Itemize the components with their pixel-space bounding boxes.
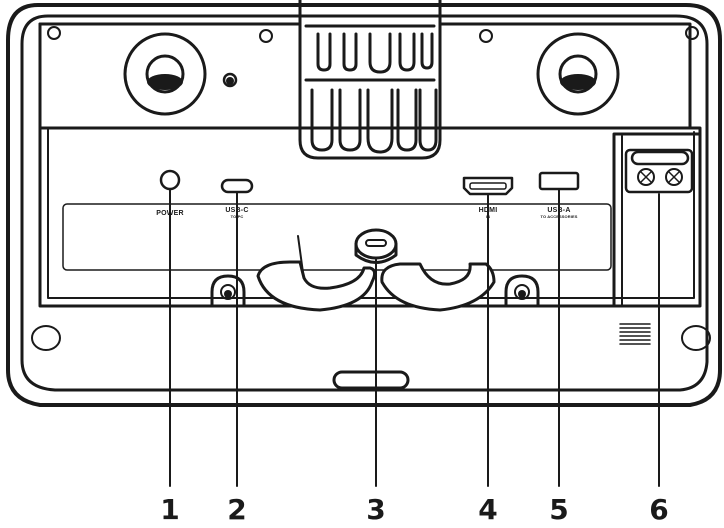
usba-port: [538, 171, 580, 191]
callout-number-6: 6: [649, 493, 669, 526]
screw-hole-top-right: [685, 26, 699, 40]
outer-housing: [6, 3, 722, 407]
mounting-foot-left: [123, 32, 238, 116]
power-label: POWER: [156, 210, 184, 217]
screw-post-right: [504, 274, 540, 308]
screw-hole-bottom-left: [31, 325, 61, 351]
port-bay-inner: [47, 127, 695, 299]
usbc-label: USB-C: [225, 207, 249, 214]
callout-number-2: 2: [227, 493, 247, 526]
cable-comb: [298, 0, 442, 160]
callout-number-5: 5: [549, 493, 569, 526]
hdmi-sub-label: IN: [485, 214, 491, 219]
bottom-slot: [332, 370, 410, 390]
inner-housing: [20, 14, 709, 392]
lock-bay: [612, 132, 702, 308]
port-bay: [38, 126, 702, 308]
screw-hole-top-left: [47, 26, 61, 40]
hdmi-port: [462, 176, 514, 196]
usbc-sub-label: TO PC: [230, 214, 244, 219]
usbc-port: [220, 178, 254, 194]
callout-lines: [169, 188, 660, 487]
callout-number-3: 3: [366, 493, 386, 526]
callout-number-4: 4: [478, 493, 498, 526]
screw-post-left: [210, 274, 246, 308]
power-port: [159, 169, 181, 191]
callout-number-1: 1: [160, 493, 180, 526]
label-strip: [62, 203, 612, 271]
mounting-foot-right: [536, 32, 620, 116]
screw-hole-bottom-right: [681, 325, 711, 351]
screw-hole-top-mid-right: [479, 29, 493, 43]
hdmi-port-inner: [469, 182, 507, 190]
cable-cutout-left: [256, 260, 377, 312]
screw-hole-top-mid-left: [259, 29, 273, 43]
cable-cutout-right: [380, 262, 496, 312]
speaker-grille: [619, 323, 651, 345]
usba-sub-label: TO ACCESSORIES: [540, 214, 578, 219]
usba-label: USB-A: [547, 207, 571, 214]
hdmi-label: HDMI: [478, 207, 498, 214]
